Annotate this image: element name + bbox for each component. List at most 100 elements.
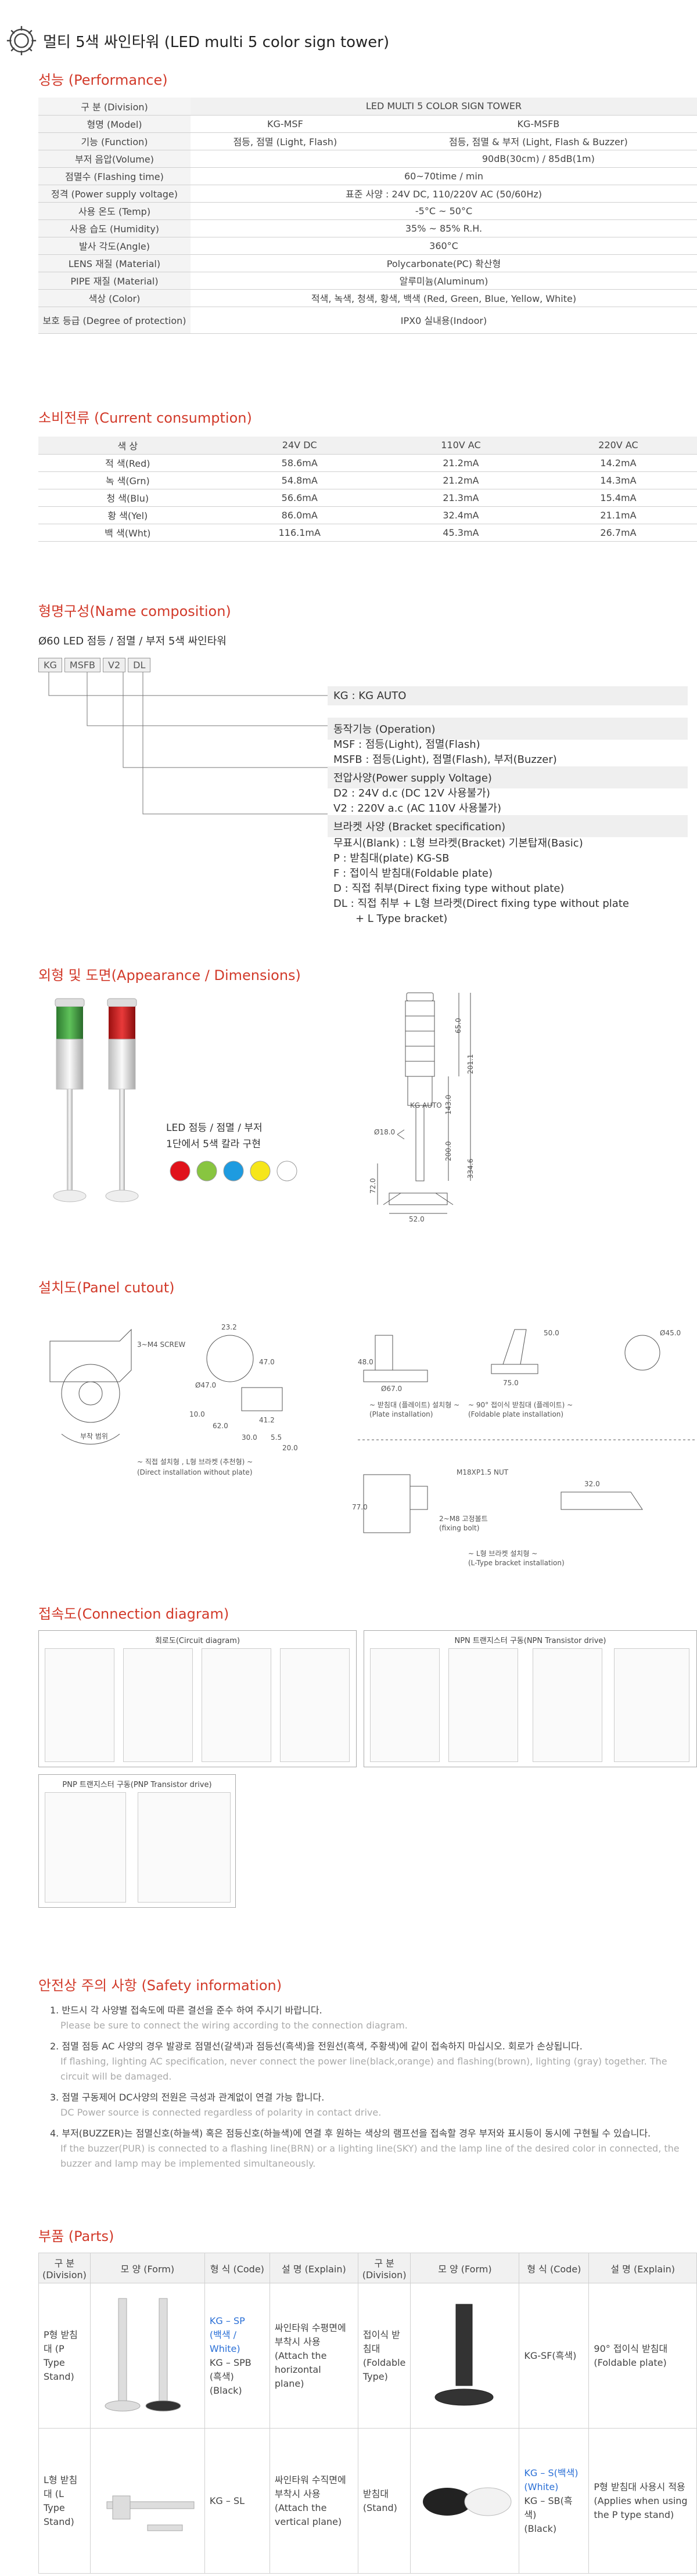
dimension-label: 52.0 — [409, 1215, 425, 1223]
section-title-appearance: 외형 및 도면(Appearance / Dimensions) — [38, 967, 301, 983]
table-row: L형 받침대 (L Type Stand) KG – SL 싸인타워 수직면에 … — [38, 2428, 697, 2574]
section-title-name: 형명구성(Name composition) — [38, 603, 231, 619]
circuit-diagram-box: 회로도(Circuit diagram) — [38, 1630, 357, 1767]
name-operation-line: MSF : 점등(Light), 점멸(Flash) — [333, 738, 480, 751]
color-swatches — [170, 1161, 297, 1181]
dimension-label: 334.6 — [466, 1159, 475, 1179]
page-header: 멀티 5색 싸인타워 (LED multi 5 color sign tower… — [5, 23, 389, 58]
code-segment: MSFB — [64, 658, 101, 672]
stand-image — [410, 2428, 520, 2574]
dimension-label: 65.0 — [454, 1018, 462, 1033]
table-row: 정격 (Power supply voltage)표준 사양 : 24V DC,… — [38, 185, 697, 203]
dimension-label: 143.0 — [444, 1095, 452, 1115]
panel-caption: (Direct installation without plate) — [137, 1468, 253, 1476]
name-bracket-line: DL : 직접 취부 + L형 브라켓(Direct fixing type w… — [333, 898, 629, 910]
color-swatch — [250, 1161, 271, 1181]
circuit-panel — [533, 1648, 602, 1762]
name-bracket-line: + L Type bracket) — [355, 913, 448, 925]
dimension-label: 5.5 — [271, 1433, 282, 1442]
safety-item: 1. 반드시 각 사양별 접속도에 따른 결선을 준수 하여 주시기 바랍니다. — [50, 2005, 322, 2016]
dimension-label: 62.0 — [213, 1422, 228, 1430]
dimension-label: 72.0 — [369, 1178, 377, 1194]
table-row: 발사 각도(Angle)360°C — [38, 237, 697, 255]
safety-item-en: Please be sure to connect the wiring acc… — [60, 2020, 408, 2031]
name-bracket-line: F : 접이식 받침대(Foldable plate) — [333, 867, 493, 880]
table-row: 점멸수 (Flashing time)60~70time / min — [38, 167, 697, 185]
safety-item: 4. 부저(BUZZER)는 점멸신호(하늘색) 혹은 점등신호(하늘색)에 연… — [50, 2128, 651, 2139]
table-row: LENS 재질 (Material)Polycarbonate(PC) 확산형 — [38, 254, 697, 272]
name-power-title: 전압사양(Power supply Voltage) — [328, 766, 688, 788]
name-operation-title: 동작기능 (Operation) — [328, 718, 688, 740]
table-row: PIPE 재질 (Material)알루미늄(Aluminum) — [38, 272, 697, 290]
tower-dimension-drawing: KG AUTO 65.0 201.1 143.0 200.0 334.6 72.… — [369, 992, 475, 1223]
circuit-panel — [202, 1648, 271, 1762]
name-operation-line: MSFB : 점등(Light), 점멸(Flash), 부저(Buzzer) — [333, 754, 557, 766]
p-type-stand-image — [89, 2283, 205, 2429]
panel-cutout-drawing: 3~M4 SCREW 23.2 Ø47.0 47.0 10.0 62.0 30.… — [49, 1323, 695, 1567]
panel-label-hole: 부착 범위 — [80, 1432, 108, 1440]
circuit-panel — [280, 1648, 350, 1762]
circuit-panel — [138, 1792, 231, 1903]
table-row: P형 받침대 (P Type Stand) KG – SP (백색 / Whit… — [38, 2283, 697, 2429]
section-title-current: 소비전류 (Current consumption) — [38, 410, 252, 426]
appearance-caption: LED 점등 / 점멸 / 부저 — [166, 1122, 263, 1134]
table-row: 색상 (Color)적색, 녹색, 청색, 황색, 백색 (Red, Green… — [38, 289, 697, 307]
section-title-safety: 안전상 주의 사항 (Safety information) — [38, 1977, 282, 1994]
dimension-label: 75.0 — [503, 1379, 519, 1387]
circuit-panel — [448, 1648, 518, 1762]
l-type-stand-image — [89, 2428, 205, 2574]
table-row: 구 분 (Division) 모 양 (Form) 형 식 (Code) 설 명… — [38, 2253, 697, 2283]
pnp-diagram-box: PNP 트랜지스터 구동(PNP Transistor drive) — [38, 1774, 236, 1908]
color-swatch — [170, 1161, 191, 1181]
code-segment: DL — [128, 658, 151, 672]
name-power-line: D2 : 24V d.c (DC 12V 사용불가) — [333, 787, 490, 799]
panel-label-screw: 3~M4 SCREW — [137, 1341, 185, 1349]
performance-table: 구 분 (Division) LED MULTI 5 COLOR SIGN TO… — [38, 98, 697, 334]
panel-label-nut: M18XP1.5 NUT — [457, 1468, 509, 1476]
dimension-label: Ø67.0 — [381, 1385, 402, 1393]
name-connector-lines — [48, 672, 328, 815]
gear-icon — [6, 26, 37, 56]
code-segment: KG — [38, 658, 62, 672]
dimension-label: 30.0 — [242, 1433, 257, 1442]
color-swatch — [196, 1161, 217, 1181]
dimension-label: Ø47.0 — [195, 1381, 216, 1389]
table-row: 보호 등급 (Degree of protection)IPX0 실내용(Ind… — [38, 307, 697, 334]
safety-item-en: DC Power source is connected regardless … — [60, 2107, 382, 2118]
safety-item: 3. 점멸 구동제어 DC사양의 전원은 극성과 관계없이 연결 가능 합니다. — [50, 2092, 325, 2103]
npn-diagram-box: NPN 트랜지스터 구동(NPN Transistor drive) — [364, 1630, 697, 1767]
name-bracket-line: 무표시(Blank) : L형 브라켓(Bracket) 기본탑재(Basic) — [333, 837, 583, 849]
section-title-connection: 접속도(Connection diagram) — [38, 1606, 229, 1622]
dimension-label: 50.0 — [544, 1329, 559, 1337]
section-title-parts: 부품 (Parts) — [38, 2228, 114, 2244]
table-row: 사용 온도 (Temp)-5°C ~ 50°C — [38, 202, 697, 220]
dimension-label: 20.0 — [282, 1444, 298, 1452]
name-power-line: V2 : 220V a.c (AC 110V 사용불가) — [333, 802, 501, 815]
section-title-performance: 성능 (Performance) — [38, 72, 168, 88]
dimension-label: 77.0 — [352, 1503, 368, 1511]
color-swatch — [276, 1161, 297, 1181]
dimension-label: 41.2 — [259, 1416, 275, 1424]
table-row: 기능 (Function)점등, 점멸 (Light, Flash)점등, 점멸… — [38, 132, 697, 150]
panel-caption: (Plate installation) — [369, 1410, 433, 1418]
panel-caption: ~ 90° 접이식 받침대 (플레이트) ~ — [468, 1401, 573, 1409]
section-title-panel: 설치도(Panel cutout) — [38, 1280, 175, 1296]
panel-caption: ~ 직접 설치형 , L형 브라켓 (추천형) ~ — [137, 1457, 253, 1466]
tower-brand-text: KG AUTO — [410, 1101, 442, 1109]
table-row: 사용 습도 (Humidity)35% ~ 85% R.H. — [38, 219, 697, 237]
name-bracket-line: D : 직접 취부(Direct fixing type without pla… — [333, 882, 565, 895]
panel-caption: ~ 받침대 (플레이트) 설치형 ~ — [369, 1401, 459, 1409]
dimension-label: 48.0 — [358, 1358, 373, 1366]
code-segment: V2 — [103, 658, 126, 672]
safety-item-en: If flashing, lighting AC specification, … — [60, 2056, 667, 2082]
panel-caption: (Foldable plate installation) — [468, 1410, 563, 1418]
page-title: 멀티 5색 싸인타워 (LED multi 5 color sign tower… — [43, 33, 390, 51]
color-swatch — [223, 1161, 244, 1181]
